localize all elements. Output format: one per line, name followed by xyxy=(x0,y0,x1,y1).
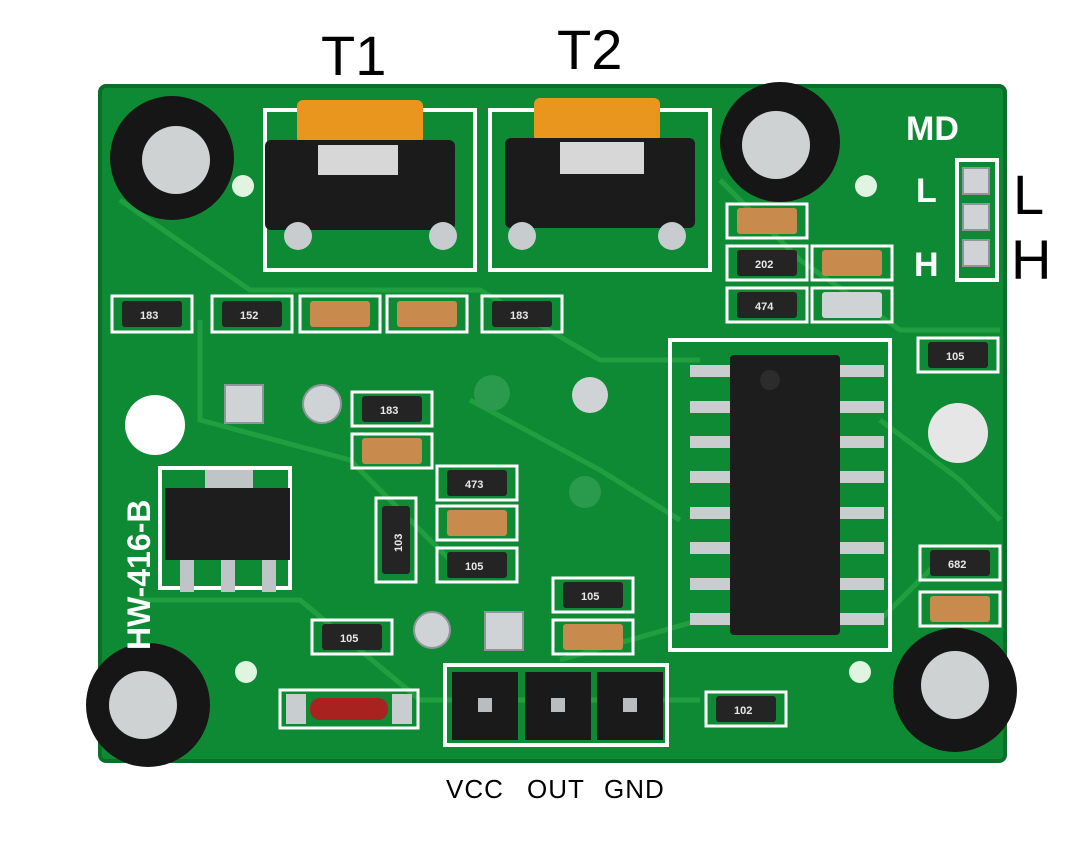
smd-r6-code: 105 xyxy=(946,351,964,363)
silk-mode-low: L xyxy=(916,172,937,210)
potentiometer-right xyxy=(505,98,695,250)
smd-c7 xyxy=(435,504,519,542)
smd-c5 xyxy=(810,286,894,324)
smd-r1-code: 183 xyxy=(140,310,158,322)
label-jumper-l: L xyxy=(1013,163,1045,226)
smd-r8-code: 473 xyxy=(465,479,483,491)
via-1 xyxy=(474,375,510,411)
capacitor-top-right xyxy=(720,82,840,202)
smd-c6 xyxy=(350,432,434,470)
test-pad-2 xyxy=(302,384,342,424)
smd-c2 xyxy=(385,294,469,334)
smd-r12-code: 105 xyxy=(340,633,358,645)
smd-r10: 105 xyxy=(435,546,519,584)
smd-r5: 474 xyxy=(725,286,809,324)
smd-r7: 183 xyxy=(350,390,434,428)
led-pad-4 xyxy=(849,661,871,683)
smd-r12: 105 xyxy=(310,618,394,656)
label-t1: T1 xyxy=(321,24,387,87)
pin-header xyxy=(452,672,663,740)
smd-c4 xyxy=(810,244,894,282)
via-2 xyxy=(572,377,608,413)
smd-c3 xyxy=(725,202,809,240)
silk-ic xyxy=(668,338,892,652)
mounting-hole-right xyxy=(928,403,988,463)
label-jumper-h: H xyxy=(1011,228,1052,291)
smd-r9-code: 103 xyxy=(393,534,405,552)
capacitor-bottom-right xyxy=(893,628,1017,752)
smd-r3: 183 xyxy=(480,294,564,334)
smd-r2: 152 xyxy=(210,294,294,334)
capacitor-top-left xyxy=(110,96,234,220)
smd-r1: 183 xyxy=(110,294,194,334)
smd-r13-code: 682 xyxy=(948,559,966,571)
mounting-hole-left xyxy=(125,395,185,455)
test-pad-3 xyxy=(413,611,451,649)
smd-r4-code: 202 xyxy=(755,259,773,271)
smd-r11: 105 xyxy=(551,576,635,614)
silk-board-id: HW-416-B xyxy=(121,500,157,650)
smd-r8: 473 xyxy=(435,464,519,502)
smd-c8 xyxy=(551,618,635,656)
capacitor-bottom-left xyxy=(86,643,210,767)
smd-r6: 105 xyxy=(916,336,1000,374)
smd-r11-code: 105 xyxy=(581,591,599,603)
smd-r14: 102 xyxy=(704,690,788,728)
via-3 xyxy=(569,476,601,508)
smd-r3-code: 183 xyxy=(510,310,528,322)
diode xyxy=(278,688,420,730)
smd-r2-code: 152 xyxy=(240,310,258,322)
silk-header xyxy=(443,663,669,747)
smd-r7-code: 183 xyxy=(380,405,398,417)
silk-mode-mark: MD xyxy=(906,110,959,148)
smd-r5-code: 474 xyxy=(755,301,774,313)
smd-r9: 103 xyxy=(374,496,418,584)
test-pad-4 xyxy=(484,611,524,651)
potentiometer-left xyxy=(265,100,457,250)
smd-r4: 202 xyxy=(725,244,809,282)
smd-components: 183 152 183 202 474 105 183 473 105 103 … xyxy=(110,202,1002,728)
led-pad-3 xyxy=(235,661,257,683)
smd-c9 xyxy=(918,590,1002,628)
smd-c1 xyxy=(298,294,382,334)
voltage-regulator xyxy=(165,470,290,592)
label-pin-gnd: GND xyxy=(604,774,665,804)
smd-r13: 682 xyxy=(918,544,1002,582)
smd-r10-code: 105 xyxy=(465,561,483,573)
mode-jumper xyxy=(962,167,990,267)
ic-chip xyxy=(690,355,884,635)
silk-jumper xyxy=(955,158,999,282)
label-t2: T2 xyxy=(557,18,623,81)
led-pad-2 xyxy=(855,175,877,197)
test-pad-1 xyxy=(224,384,264,424)
label-pin-out: OUT xyxy=(527,774,585,804)
label-pin-vcc: VCC xyxy=(446,774,504,804)
led-pad-1 xyxy=(232,175,254,197)
smd-r14-code: 102 xyxy=(734,705,752,717)
silk-mode-high: H xyxy=(914,246,939,284)
